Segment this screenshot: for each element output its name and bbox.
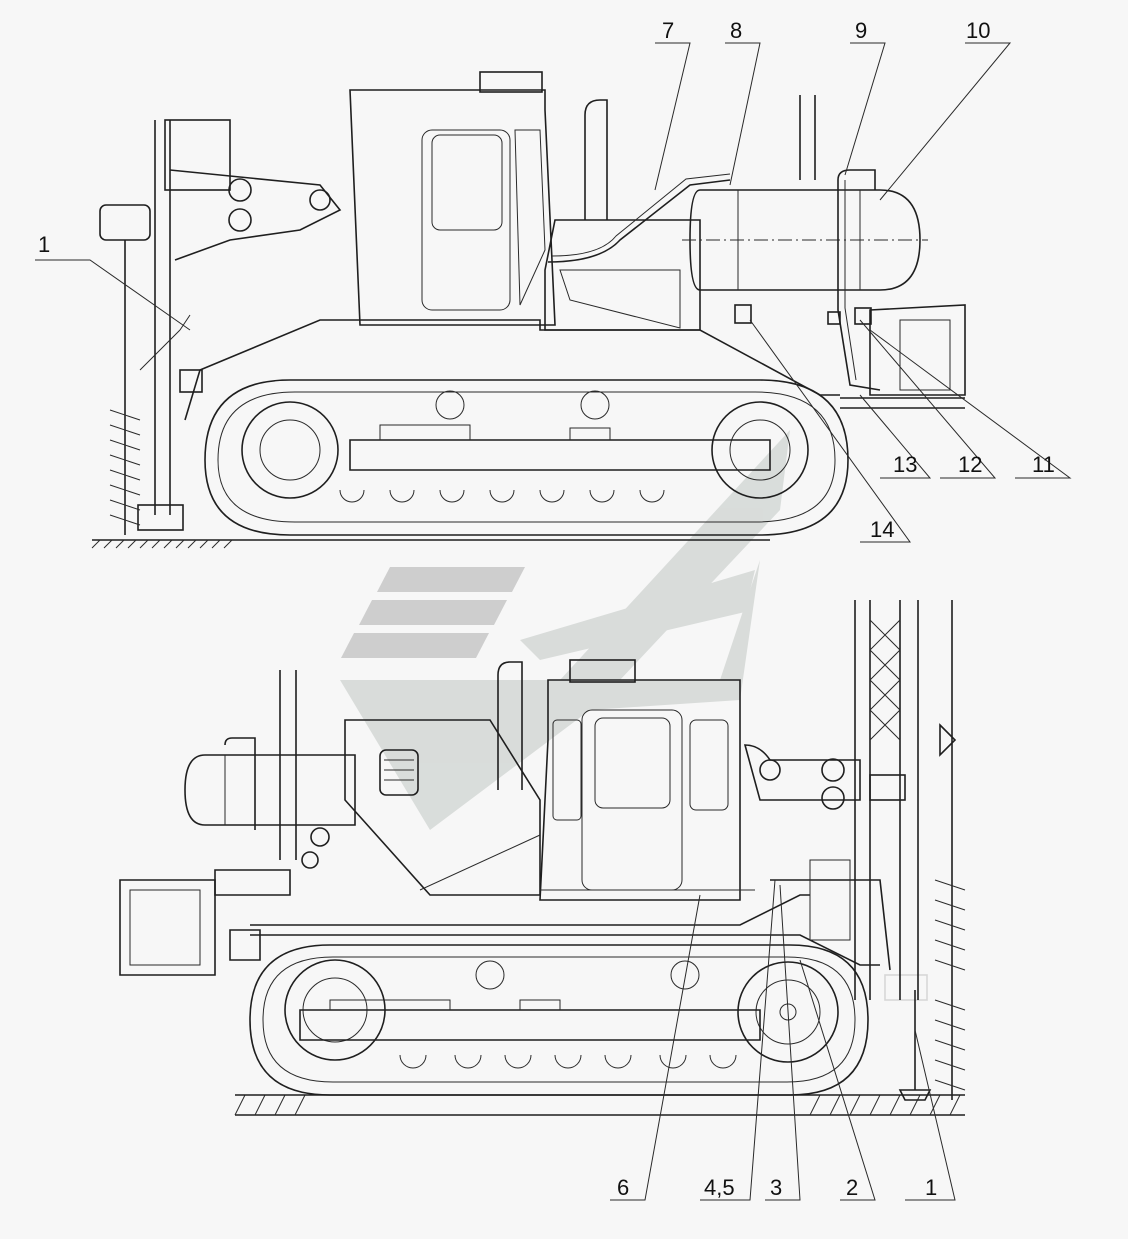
watermark-logo bbox=[340, 430, 790, 830]
machine-side-view-bottom bbox=[119, 600, 966, 1116]
callout-label: 11 bbox=[1032, 452, 1055, 477]
callout-label: 1 bbox=[925, 1175, 937, 1200]
callout-label: 3 bbox=[770, 1175, 782, 1200]
callouts-bottom: 1 2 3 4,5 6 bbox=[617, 1175, 937, 1200]
leader-lines bbox=[35, 42, 1072, 1201]
callouts-top: 1 7 8 9 10 11 12 13 14 bbox=[38, 18, 1055, 542]
callout-label: 12 bbox=[958, 452, 982, 477]
callout-label: 2 bbox=[846, 1175, 858, 1200]
callout-label: 14 bbox=[870, 517, 894, 542]
machine-side-view-top bbox=[91, 71, 966, 549]
callout-label: 9 bbox=[855, 18, 867, 43]
callout-label: 4,5 bbox=[704, 1175, 735, 1200]
callout-label: 13 bbox=[893, 452, 917, 477]
callout-label: 10 bbox=[966, 18, 990, 43]
callout-label: 1 bbox=[38, 232, 50, 257]
callout-label: 8 bbox=[730, 18, 742, 43]
callout-label: 6 bbox=[617, 1175, 629, 1200]
callout-label: 7 bbox=[662, 18, 674, 43]
